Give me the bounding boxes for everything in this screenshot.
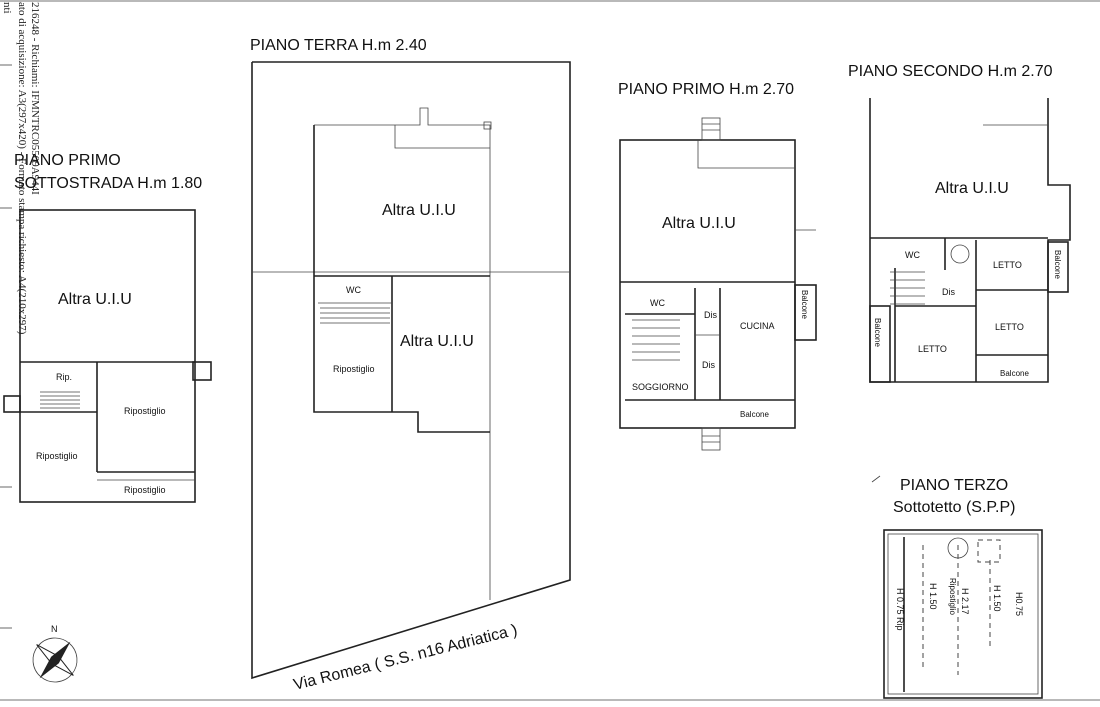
room-label: WC (905, 250, 920, 260)
room-label: Ripostiglio (948, 578, 957, 615)
room-label: WC (650, 298, 665, 308)
room-label: Altra U.I.U (662, 215, 736, 232)
header-text-3: ato di acquisizione: A3(297x420) - Forma… (16, 2, 28, 335)
height-label: H 1.50 (928, 583, 938, 610)
room-label: Dis (702, 360, 715, 370)
floor-terra: PIANO TERRA H.m 2.40 Altra U.I.U WC Ripo… (250, 37, 571, 680)
height-label: H 0.75 Rip (895, 588, 905, 631)
floor-title: Sottotetto (S.P.P) (893, 499, 1015, 516)
floor-sottostrada: PIANO PRIMO SOTTOSTRADA H.m 1.80 Altra U… (3, 152, 212, 503)
floor-title: PIANO TERRA H.m 2.40 (250, 37, 427, 54)
room-label: Altra U.I.U (58, 291, 132, 308)
height-label: H 2.17 (960, 588, 970, 615)
height-label: H 1.50 (992, 585, 1002, 612)
floor-secondo: PIANO SECONDO H.m 2.70 Altra U.I.U WC Di… (848, 63, 1071, 383)
header-text-1: nti (1, 2, 13, 14)
room-label: Balcone (873, 318, 882, 347)
room-label: SOGGIORNO (632, 382, 689, 392)
floor-title: PIANO TERZO (900, 477, 1008, 494)
room-label: WC (346, 285, 361, 295)
floor-title: PIANO PRIMO H.m 2.70 (618, 81, 794, 98)
floor-terzo: PIANO TERZO Sottotetto (S.P.P) H 0.75 Ri… (871, 475, 1043, 699)
room-label: CUCINA (740, 321, 775, 331)
room-label: Balcone (800, 290, 809, 319)
room-label: Altra U.I.U (400, 333, 474, 350)
room-label: Dis (942, 287, 955, 297)
room-label: LETTO (993, 260, 1022, 270)
room-label: Ripostiglio (333, 364, 375, 374)
floor-title: PIANO SECONDO H.m 2.70 (848, 63, 1053, 80)
room-label: LETTO (918, 344, 947, 354)
header-text-2: 216248 - Richiami: IFMNTRC05509A944I (29, 2, 41, 195)
room-label: Ripostiglio (124, 406, 166, 416)
floor-title: SOTTOSTRADA H.m 1.80 (14, 175, 202, 192)
room-label: Dis (704, 310, 717, 320)
room-label: Balcone (1000, 369, 1029, 378)
floor-primo: PIANO PRIMO H.m 2.70 Altra U.I.U WC Dis … (618, 81, 817, 451)
room-label: LETTO (995, 322, 1024, 332)
compass-icon: N (32, 624, 78, 683)
room-label: Altra U.I.U (935, 180, 1009, 197)
street-label: Via Romea ( S.S. n16 Adriatica ) (292, 622, 519, 694)
floor-title: PIANO PRIMO (14, 152, 121, 169)
height-label: H0.75 (1014, 592, 1024, 616)
room-label: Rip. (56, 372, 72, 382)
room-label: Altra U.I.U (382, 202, 456, 219)
room-label: Balcone (740, 410, 769, 419)
room-label: Ripostiglio (124, 485, 166, 495)
room-label: Ripostiglio (36, 451, 78, 461)
room-label: Balcone (1053, 250, 1062, 279)
compass-label: N (51, 624, 58, 634)
left-margin-ticks (0, 64, 12, 629)
